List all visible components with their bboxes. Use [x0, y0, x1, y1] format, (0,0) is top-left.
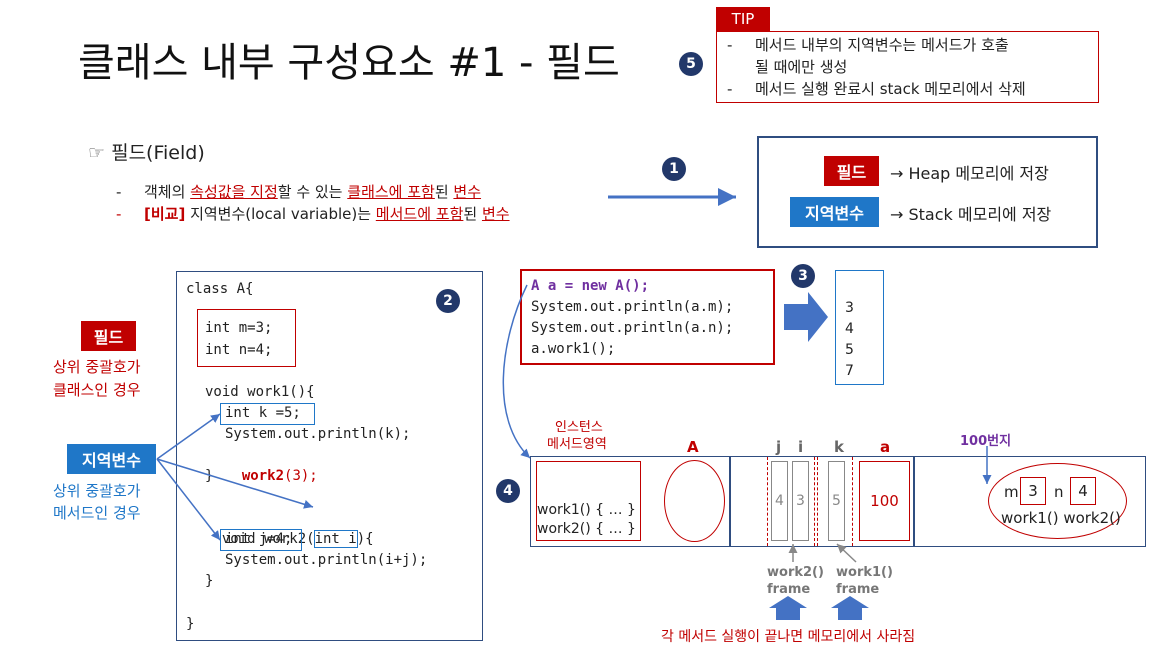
work1-frame-label: work1()frame	[836, 565, 893, 597]
step-badge-2: 2	[436, 289, 460, 313]
pointing-hand-icon: ☞	[88, 142, 106, 164]
tip-label: TIP	[716, 7, 770, 31]
memory-divider-1	[729, 456, 731, 547]
local-tag-memory: 지역변수	[790, 197, 879, 227]
code-call-work2: work2(3);	[241, 468, 318, 484]
code-class-decl: class A{	[186, 281, 254, 297]
stack-header-a: a	[880, 438, 891, 456]
heap-object-oval	[988, 463, 1127, 539]
code-close-work1: }	[205, 468, 214, 484]
connector-local-j	[156, 458, 221, 541]
local-memory-text: → Stack 메모리에 저장	[890, 205, 1052, 224]
code-local-k: int k =5;	[225, 405, 301, 421]
local-tag-left: 지역변수	[67, 444, 156, 474]
output-line-1: 3	[845, 300, 854, 316]
bullet-2: -[비교] 지역변수(local variable)는 메서드에 포함된 변수	[116, 205, 510, 223]
field-memory-text: → Heap 메모리에 저장	[890, 164, 1049, 183]
step-badge-5: 5	[679, 52, 703, 76]
field-heading: ☞ 필드(Field)	[88, 138, 205, 165]
bullet-1: -객체의 속성값을 지정할 수 있는 클래스에 포함된 변수	[116, 183, 482, 201]
stack-header-i: i	[798, 438, 804, 456]
stack-cell-k: 5	[828, 461, 845, 541]
output-box: 3 4 5 7	[835, 270, 884, 385]
field-desc-2: 클래스인 경우	[53, 381, 141, 399]
page-title: 클래스 내부 구성요소 #1 - 필드	[78, 40, 620, 86]
code-print-k: System.out.println(k);	[225, 426, 411, 442]
step-badge-4: 4	[496, 479, 520, 503]
arrow-3-icon	[784, 292, 828, 342]
main-code-print-n: System.out.println(a.n);	[531, 320, 734, 336]
method-area-box: work1() { … } work2() { … }	[536, 461, 641, 541]
up-arrow-work2-icon	[769, 596, 807, 620]
main-code-new: A a = new A();	[531, 278, 650, 294]
code-work1-decl: void work1(){	[205, 384, 315, 400]
code-close-class: }	[186, 616, 195, 632]
heap-methods: work1() work2()	[1001, 509, 1121, 527]
heap-m-label: m	[1004, 483, 1019, 501]
work2-frame-label: work2()frame	[767, 565, 824, 597]
connector-local-i	[156, 458, 314, 509]
tip-line-2: 될 때에만 생성	[755, 58, 848, 76]
field-tag-memory: 필드	[824, 156, 879, 186]
class-area-label: A	[687, 438, 699, 456]
connector-main-to-memory	[502, 284, 531, 459]
heap-address: 100번지	[960, 434, 1012, 449]
code-field-n: int n=4;	[205, 342, 273, 358]
method-item-work1: work1() { … }	[537, 502, 636, 518]
method-area-label-1: 인스턴스	[555, 420, 603, 435]
up-arrow-work1-icon	[831, 596, 869, 620]
work1-frame-pointer	[836, 543, 857, 563]
connector-local-k	[156, 413, 221, 460]
local-desc-2: 메서드인 경우	[53, 504, 141, 522]
heap-m-value: 3	[1020, 477, 1046, 505]
code-field-m: int m=3;	[205, 320, 273, 336]
method-item-work2: work2() { … }	[537, 521, 636, 537]
work2-frame-box	[767, 457, 815, 546]
step-badge-1: 1	[662, 157, 686, 181]
stack-cell-j: 4	[771, 461, 788, 541]
code-local-j: int j=4;	[225, 531, 293, 547]
field-highlight-box	[197, 309, 296, 367]
memory-footer-note: 각 메서드 실행이 끝나면 메모리에서 사라짐	[661, 629, 916, 645]
heap-n-label: n	[1054, 483, 1064, 501]
code-close-work2: }	[205, 573, 214, 589]
local-k-box	[220, 403, 315, 425]
main-code-print-m: System.out.println(a.m);	[531, 299, 734, 315]
stack-cell-i: 3	[792, 461, 809, 541]
local-desc-1: 상위 중괄호가	[53, 482, 141, 500]
tip-line-3: -메서드 실행 완료시 stack 메모리에서 삭제	[727, 80, 1026, 98]
method-area-label-2: 메서드영역	[547, 437, 607, 452]
tip-box: -메서드 내부의 지역변수는 메서드가 호출 될 때에만 생성 -메서드 실행 …	[716, 31, 1099, 103]
tip-line-1: -메서드 내부의 지역변수는 메서드가 호출	[727, 36, 1009, 54]
class-code-box	[176, 271, 483, 641]
step-badge-3: 3	[791, 264, 815, 288]
output-line-2: 4	[845, 321, 854, 337]
memory-divider-2	[913, 456, 915, 547]
stack-header-j: j	[776, 438, 782, 456]
field-tag-left: 필드	[81, 321, 136, 351]
code-print-ij: System.out.println(i+j);	[225, 552, 428, 568]
field-desc-1: 상위 중괄호가	[53, 358, 141, 376]
local-j-box	[220, 529, 302, 551]
main-code-call: a.work1();	[531, 341, 616, 357]
stack-header-k: k	[834, 438, 844, 456]
field-heading-text: 필드(Field)	[111, 142, 205, 164]
work1-frame-box	[817, 457, 853, 546]
heap-n-value: 4	[1070, 477, 1096, 505]
class-area-oval	[664, 460, 725, 542]
main-code-box	[520, 269, 775, 365]
stack-cell-a: 100	[859, 461, 910, 541]
output-line-4: 7	[845, 363, 854, 379]
memory-box	[757, 136, 1098, 248]
output-line-3: 5	[845, 342, 854, 358]
